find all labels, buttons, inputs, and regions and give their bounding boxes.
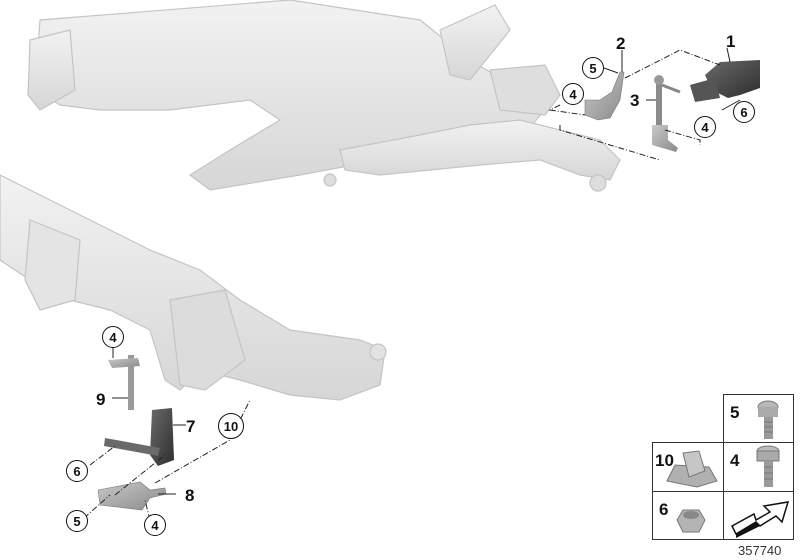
clip-nut-icon <box>666 450 718 488</box>
rear-subframe <box>0 174 387 401</box>
callout-5-upper: 5 <box>582 57 604 79</box>
callout-6-lower: 6 <box>66 460 88 482</box>
upper-sensor-parts <box>584 60 760 152</box>
lower-sensor-parts <box>97 355 174 511</box>
legend-label-4: 4 <box>730 451 740 470</box>
legend-label-10: 10 <box>655 451 674 470</box>
callout-6-upper: 6 <box>733 101 755 123</box>
callout-3: 3 <box>630 91 640 110</box>
callout-4-upper-left: 4 <box>562 83 584 105</box>
callout-9: 9 <box>96 390 106 409</box>
callout-4-lower-bottom: 4 <box>144 514 166 536</box>
leader-lines <box>83 47 741 521</box>
legend-label-6: 6 <box>659 500 669 519</box>
callout-10: 10 <box>218 413 244 439</box>
parts-legend: 5 10 4 6 <box>652 394 794 540</box>
direction-arrow-icon <box>731 501 790 538</box>
legend-cell-10: 10 <box>652 442 724 492</box>
torx-screw-icon <box>757 400 779 439</box>
front-subframe <box>27 0 621 192</box>
catalog-number: 357740 <box>738 543 782 558</box>
legend-cell-arrow <box>723 491 794 540</box>
hex-nut-icon <box>676 509 706 533</box>
legend-cell-5: 5 <box>723 394 794 443</box>
callout-1: 1 <box>726 32 736 51</box>
callout-4-upper-right: 4 <box>694 116 716 138</box>
hex-bolt-icon <box>756 445 780 487</box>
callout-8: 8 <box>185 486 195 505</box>
callout-5-lower: 5 <box>66 510 88 532</box>
callout-7: 7 <box>186 417 196 436</box>
legend-cell-4: 4 <box>723 442 794 492</box>
callout-4-lower-top: 4 <box>102 326 124 348</box>
callout-2: 2 <box>616 34 626 53</box>
legend-cell-6: 6 <box>652 491 724 540</box>
legend-label-5: 5 <box>730 403 740 422</box>
